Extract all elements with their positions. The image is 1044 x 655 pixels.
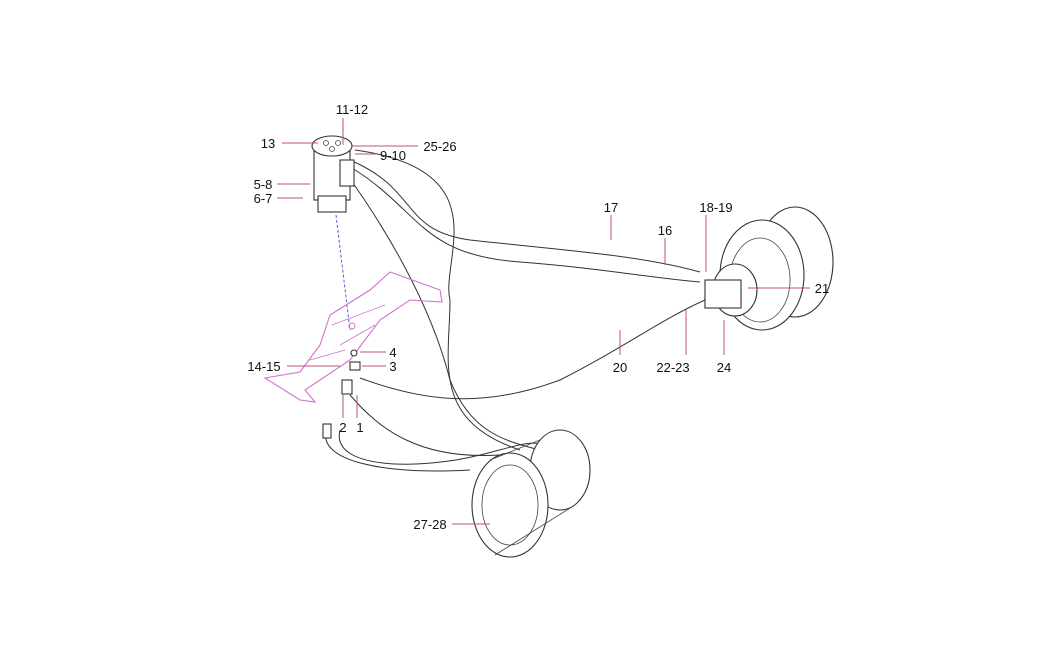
label-6-7: 6-7 <box>254 191 273 206</box>
label-14-15: 14-15 <box>247 359 280 374</box>
label-11-12: 11-12 <box>336 102 368 117</box>
left-travel-motor <box>471 429 591 558</box>
label-27-28: 27-28 <box>413 517 446 532</box>
label-9-10: 9-10 <box>380 148 406 163</box>
label-20: 20 <box>613 360 627 375</box>
label-17: 17 <box>604 200 618 215</box>
label-25-26: 25-26 <box>423 139 456 154</box>
label-2: 2 <box>339 420 346 435</box>
label-3: 3 <box>389 359 396 374</box>
label-13: 13 <box>261 136 275 151</box>
center-axis-line <box>335 214 351 331</box>
part-labels: 11-12 13 25-26 9-10 5-8 6-7 17 16 18-19 … <box>247 102 829 532</box>
label-5-8: 5-8 <box>254 177 273 192</box>
fittings <box>322 349 361 439</box>
label-16: 16 <box>658 223 672 238</box>
label-22-23: 22-23 <box>656 360 689 375</box>
mounting-bracket <box>263 271 443 403</box>
right-travel-motor <box>704 206 834 331</box>
swivel-joint <box>311 135 355 213</box>
label-24: 24 <box>717 360 731 375</box>
hoses <box>325 149 706 472</box>
label-1: 1 <box>356 420 363 435</box>
label-21: 21 <box>815 281 829 296</box>
leader-lines <box>277 118 810 525</box>
label-18-19: 18-19 <box>699 200 732 215</box>
label-4: 4 <box>389 345 396 360</box>
